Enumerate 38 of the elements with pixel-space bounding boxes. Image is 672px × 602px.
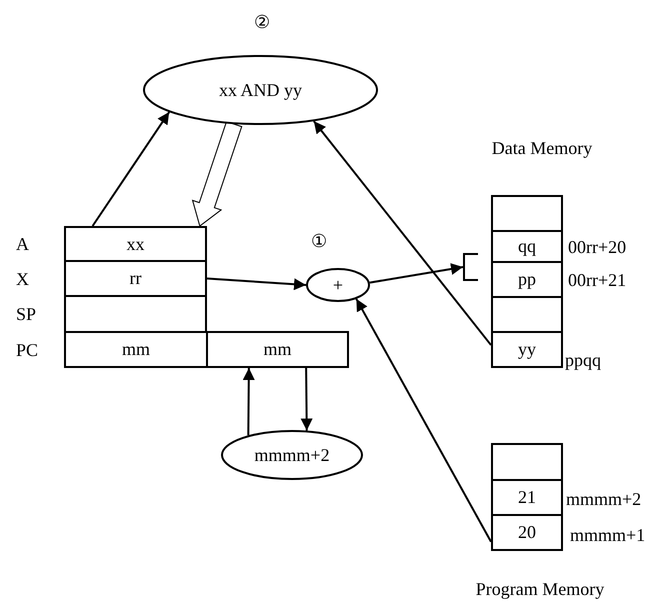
memory-title: Data Memory	[492, 139, 592, 157]
memory-title: Program Memory	[476, 580, 604, 598]
step-number: ①	[311, 232, 327, 250]
arrow	[355, 298, 492, 542]
memory-cell	[491, 195, 563, 232]
cell-label: X	[16, 270, 29, 288]
memory-cell: mm	[64, 331, 208, 368]
cell-label: mmmm+2	[566, 490, 642, 508]
arrow	[92, 111, 170, 227]
ellipse-node: xx AND yy	[143, 55, 378, 125]
memory-cell	[491, 443, 563, 481]
memory-cell: pp	[491, 261, 563, 298]
bracket-symbol	[463, 253, 478, 281]
arrow	[206, 278, 306, 290]
cell-label: SP	[16, 305, 36, 323]
cell-label: ppqq	[565, 351, 601, 369]
memory-cell: 21	[491, 479, 563, 516]
step-number: ②	[254, 13, 270, 31]
ellipse-node: mmmm+2	[221, 430, 363, 480]
memory-cell: qq	[491, 230, 563, 263]
arrow	[313, 120, 492, 346]
cell-label: mmmm+1	[570, 526, 646, 544]
ellipse-node: +	[306, 268, 370, 302]
cell-label: 00rr+21	[568, 271, 626, 289]
hollow-arrow	[192, 120, 242, 227]
cell-label: PC	[16, 341, 38, 359]
memory-cell	[491, 296, 563, 333]
memory-cell	[64, 295, 207, 333]
cell-label: 00rr+20	[568, 238, 626, 256]
arrow	[242, 368, 255, 436]
memory-cell: rr	[64, 260, 207, 297]
memory-cell: 20	[491, 514, 563, 551]
arrow	[370, 263, 464, 284]
memory-cell: mm	[206, 331, 349, 368]
arrow	[300, 368, 313, 431]
memory-cell: xx	[64, 226, 207, 262]
cell-label: A	[16, 235, 29, 253]
memory-cell: yy	[491, 331, 563, 368]
